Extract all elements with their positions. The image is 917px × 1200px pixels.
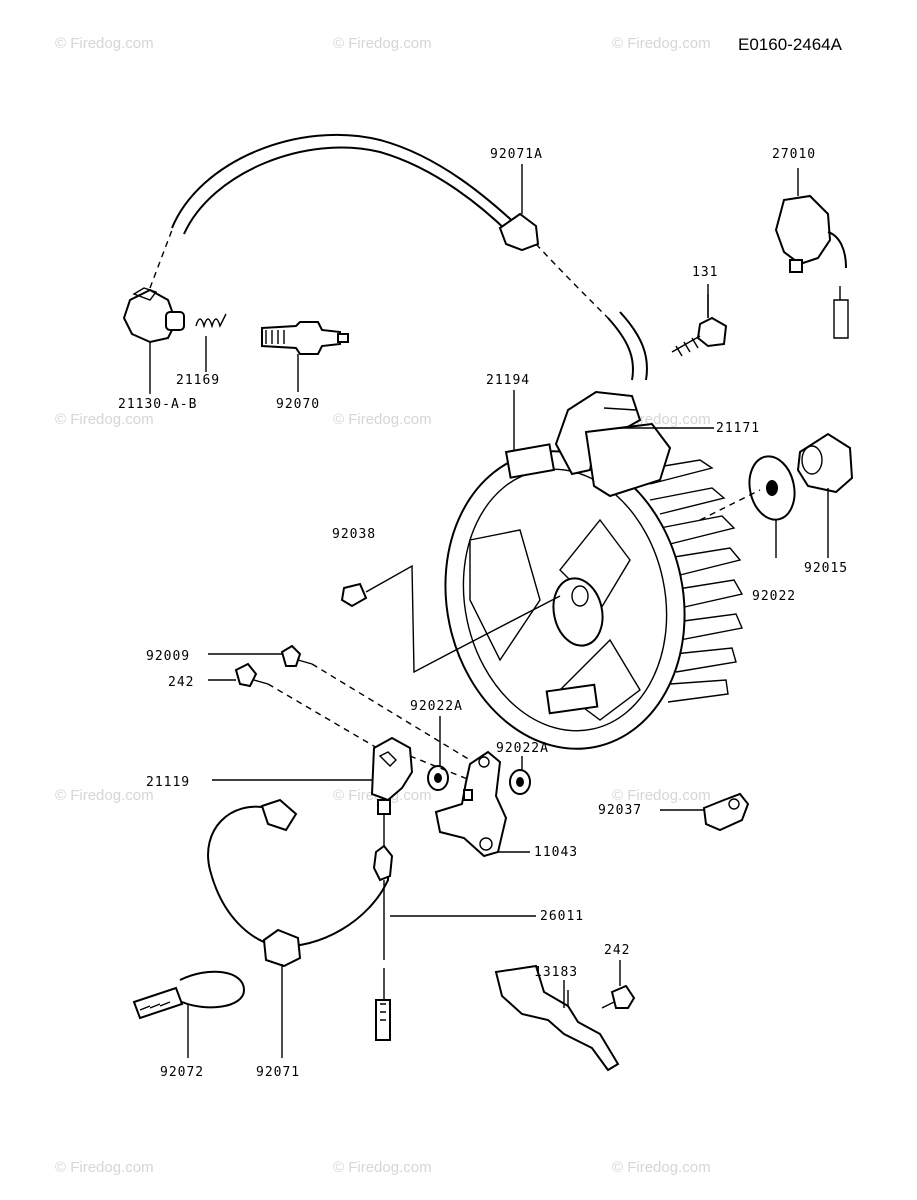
- label-21194: 21194: [486, 373, 530, 388]
- ignition-coil-21171: [554, 390, 672, 498]
- spacer-92022A-2: [509, 769, 531, 795]
- screw-242-b: [601, 960, 636, 1009]
- label-21130-a-b: 21130-A-B: [118, 397, 197, 412]
- switch-27010: [774, 168, 849, 339]
- spring-21169: [195, 313, 227, 329]
- label-92022A-1: 92022A: [410, 699, 463, 714]
- bracket-11043: [434, 750, 508, 858]
- watermark: © Firedog.com: [612, 787, 711, 804]
- label-92009: 92009: [146, 649, 190, 664]
- label-92071: 92071: [256, 1065, 300, 1080]
- axis-line: [699, 489, 761, 521]
- watermark: © Firedog.com: [55, 787, 154, 804]
- bolt-131: [671, 294, 728, 357]
- diagram-code: E0160-2464A: [738, 35, 843, 54]
- plate-13183: [494, 964, 620, 1072]
- spacer-92022A-1: [427, 765, 449, 791]
- wire-harness-26011: [207, 798, 394, 1041]
- leader-lines: [149, 164, 714, 1058]
- nut-92015: [796, 432, 854, 558]
- label-13183: 13183: [534, 965, 578, 980]
- label-92070: 92070: [276, 397, 320, 412]
- ht-lead-92071A: [171, 133, 648, 381]
- watermark: © Firedog.com: [333, 35, 432, 52]
- label-26011: 26011: [540, 909, 584, 924]
- screw-242-a: [234, 662, 269, 688]
- watermark: © Firedog.com: [333, 1159, 432, 1176]
- guide-line: [267, 683, 385, 753]
- label-92038: 92038: [332, 527, 376, 542]
- label-242-b: 242: [604, 943, 630, 958]
- label-21171: 21171: [716, 421, 760, 436]
- label-11043: 11043: [534, 845, 578, 860]
- spark-plug-cap-21130: [122, 229, 185, 344]
- washer-92022: [748, 455, 796, 558]
- watermark: © Firedog.com: [333, 411, 432, 428]
- watermark: © Firedog.com: [55, 411, 154, 428]
- grommet-92071: [262, 928, 302, 968]
- clamp-92037: [702, 792, 750, 832]
- label-21169: 21169: [176, 373, 220, 388]
- flywheel-21194: [444, 443, 744, 750]
- part-labels: 92071A 27010 131 21169 21130-A-B 92070 2…: [118, 147, 848, 1080]
- label-92072: 92072: [160, 1065, 204, 1080]
- screw-92009: [280, 644, 313, 667]
- guide-line: [311, 663, 471, 761]
- label-92071A: 92071A: [490, 147, 543, 162]
- watermark: © Firedog.com: [55, 35, 154, 52]
- pulser-coil-21119: [370, 736, 414, 846]
- label-27010: 27010: [772, 147, 816, 162]
- cable-tie-92072: [132, 970, 246, 1020]
- label-92015: 92015: [804, 561, 848, 576]
- label-92037: 92037: [598, 803, 642, 818]
- label-242-a: 242: [168, 675, 194, 690]
- watermark: © Firedog.com: [612, 1159, 711, 1176]
- watermark-layer: © Firedog.com © Firedog.com © Firedog.co…: [55, 35, 711, 1176]
- label-131: 131: [692, 265, 718, 280]
- label-92022: 92022: [752, 589, 796, 604]
- watermark: © Firedog.com: [55, 1159, 154, 1176]
- spark-plug-92070: [261, 321, 349, 355]
- label-92022A-2: 92022A: [496, 741, 549, 756]
- label-21119: 21119: [146, 775, 190, 790]
- watermark: © Firedog.com: [612, 35, 711, 52]
- key-92038: [340, 564, 561, 674]
